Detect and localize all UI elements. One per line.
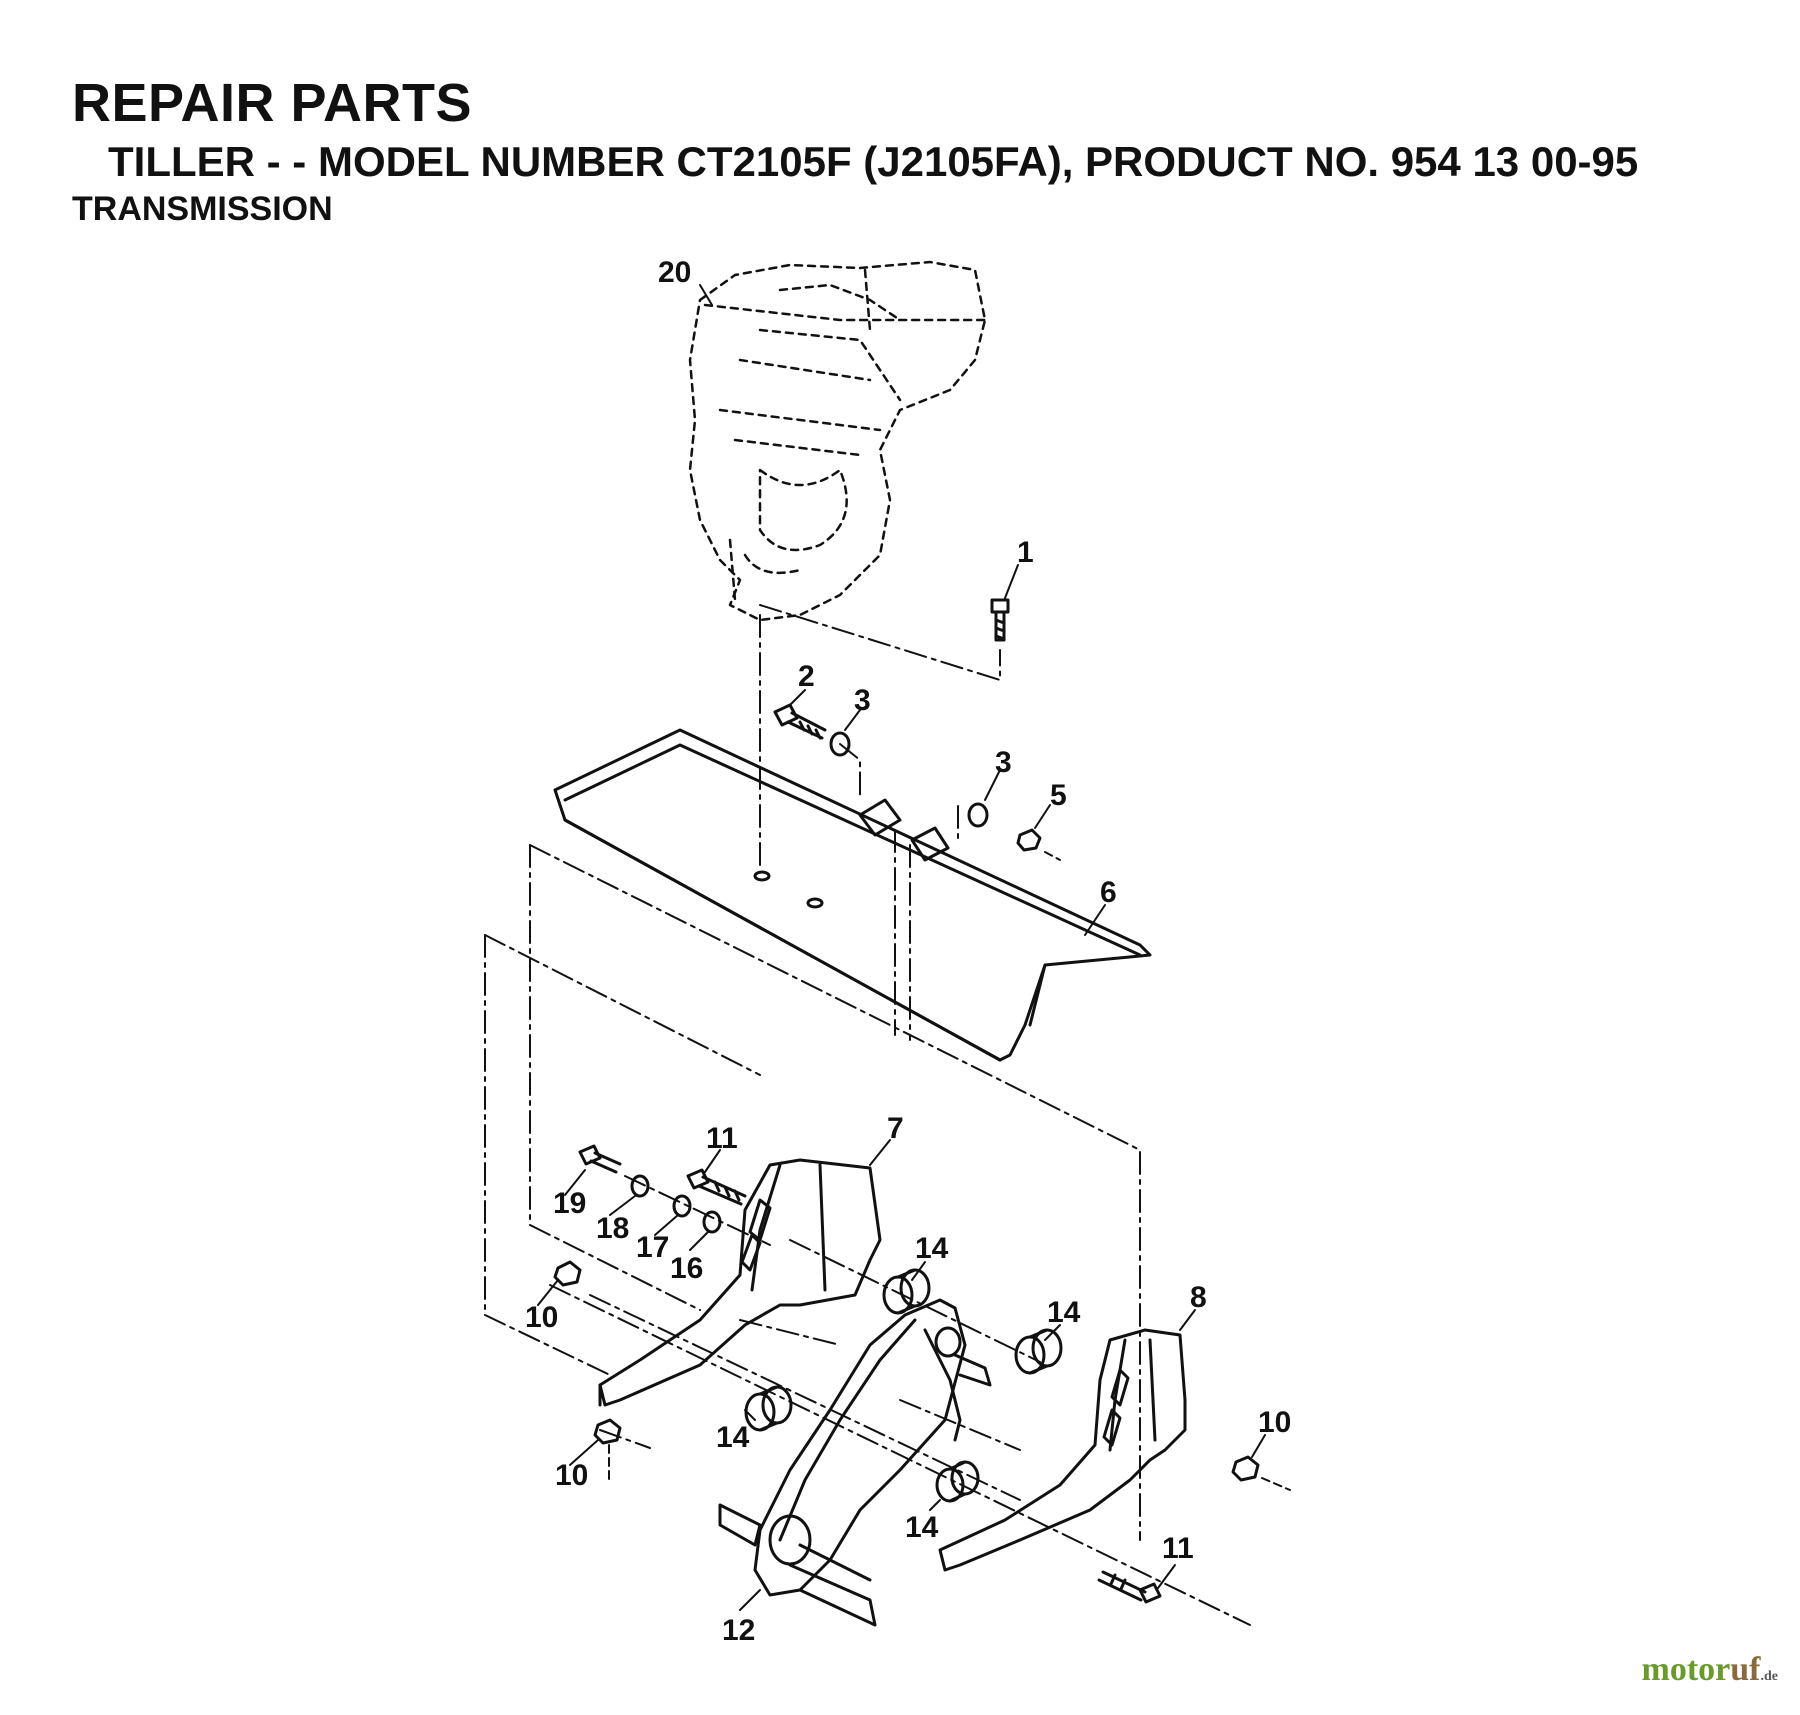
callout-14b: 14: [1047, 1296, 1081, 1329]
callout-20: 20: [658, 256, 691, 289]
section-label: TRANSMISSION: [72, 190, 333, 228]
callout-10c: 10: [555, 1459, 588, 1492]
callout-10a: 10: [525, 1301, 558, 1334]
washer-17: [672, 1194, 692, 1218]
nut-5: [1016, 828, 1042, 852]
watermark-part3: .de: [1760, 1669, 1779, 1684]
bushing-14b: [1014, 1328, 1063, 1375]
transmission-12: [718, 1298, 992, 1627]
bolt-11b: [1097, 1570, 1162, 1604]
bushing-14d: [935, 1460, 980, 1503]
callout-12: 12: [722, 1614, 755, 1647]
bolt-11a: [686, 1168, 747, 1206]
bolt-19: [578, 1144, 622, 1174]
callout-3a: 3: [854, 684, 871, 717]
callout-19: 19: [553, 1187, 586, 1220]
callout-14d: 14: [905, 1511, 939, 1544]
callout-11a: 11: [706, 1122, 738, 1155]
bolt-1: [990, 598, 1010, 642]
page-title: REPAIR PARTS: [72, 73, 473, 133]
callout-17: 17: [636, 1231, 669, 1264]
nut-10a: [553, 1260, 582, 1287]
callout-14a: 14: [915, 1232, 949, 1265]
nut-10c: [1231, 1455, 1260, 1482]
washer-18: [630, 1174, 650, 1198]
callout-18: 18: [596, 1212, 629, 1245]
callout-6: 6: [1100, 876, 1117, 909]
callout-1: 1: [1017, 536, 1034, 569]
engine-outline: [688, 260, 987, 622]
callout-14c: 14: [716, 1421, 750, 1454]
callout-10b: 10: [1258, 1406, 1291, 1439]
callout-5: 5: [1050, 779, 1067, 812]
bushing-14c: [744, 1385, 793, 1432]
nut-10b: [593, 1418, 622, 1445]
washer-3a: [829, 731, 851, 757]
callout-11b: 11: [1162, 1532, 1194, 1565]
callout-8: 8: [1190, 1281, 1207, 1314]
bolt-2: [773, 703, 827, 740]
callout-3b: 3: [995, 746, 1012, 779]
right-bracket-8: [938, 1328, 1187, 1572]
left-bracket-7: [598, 1158, 882, 1407]
washer-3b: [967, 802, 989, 828]
callout-2: 2: [798, 660, 815, 693]
callout-labels: 20 1 2 3 3 5 6 11 7 19 18 17 16 14 10 14…: [525, 256, 1291, 1647]
model-subtitle: TILLER - - MODEL NUMBER CT2105F (J2105FA…: [108, 138, 1639, 185]
callout-16: 16: [670, 1252, 703, 1285]
watermark-part2: uf: [1730, 1651, 1761, 1688]
bushing-14a: [882, 1268, 931, 1315]
callout-7: 7: [887, 1112, 904, 1145]
watermark-logo: motoruf.de: [1642, 1651, 1778, 1689]
watermark-part1: motor: [1641, 1651, 1731, 1688]
tine-shield-6: [553, 728, 1152, 1062]
